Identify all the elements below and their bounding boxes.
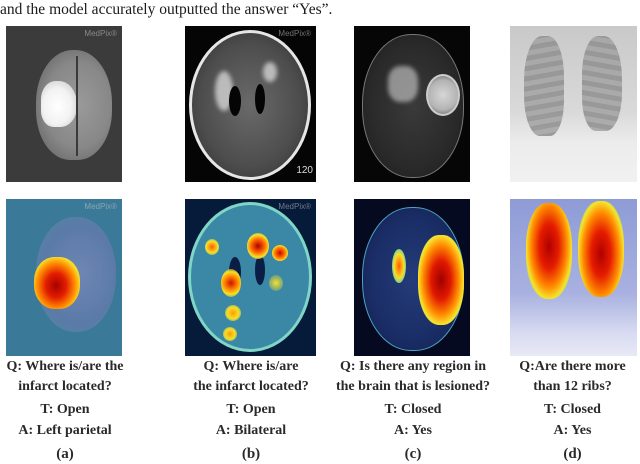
attention-hotspot-right-lung xyxy=(578,201,624,297)
question-type: T: Closed xyxy=(384,402,442,417)
attention-hotspot xyxy=(272,245,288,261)
medpix-watermark: MedPix® xyxy=(278,29,311,38)
caption-c: Q: Is there any region in the brain that… xyxy=(322,357,504,464)
question-type: T: Open xyxy=(40,402,90,417)
attention-hotspot xyxy=(205,239,219,255)
question-line: the infarct located? xyxy=(193,379,309,394)
attention-hotspot xyxy=(418,235,464,325)
question-line: infarct located? xyxy=(18,379,112,394)
attention-hotspot xyxy=(247,233,269,259)
attention-hotspot xyxy=(269,275,283,291)
image-b-heatmap: MedPix® xyxy=(185,199,316,356)
panel-label: (b) xyxy=(241,446,261,462)
slice-number: 120 xyxy=(296,165,313,176)
image-c-original-t2 xyxy=(354,26,470,182)
intro-text: and the model accurately outputted the a… xyxy=(0,1,333,18)
image-d-heatmap xyxy=(510,199,637,356)
panel-label: (d) xyxy=(563,446,582,462)
image-d-original-cxr xyxy=(510,26,637,182)
answer: A: Yes xyxy=(553,423,592,438)
panel-label: (a) xyxy=(56,446,74,462)
infarct-region xyxy=(41,81,77,127)
attention-hotspot xyxy=(392,249,406,283)
attention-hotspot xyxy=(34,257,80,309)
caption-b: Q: Where is/are the infarct located? T: … xyxy=(176,357,326,464)
caption-d: Q:Are there more than 12 ribs? T: Closed… xyxy=(505,357,640,464)
attention-hotspot-left-lung xyxy=(526,203,572,299)
caption-a: Q: Where is/are the infarct located? T: … xyxy=(0,357,130,464)
answer: A: Bilateral xyxy=(215,423,287,438)
question-line: Q: Is there any region in xyxy=(339,359,487,374)
attention-hotspot xyxy=(223,327,237,341)
question-type: T: Closed xyxy=(544,402,601,417)
question-line: the brain that is lesioned? xyxy=(335,379,490,394)
panel-label: (c) xyxy=(404,446,422,462)
question-line: Q:Are there more xyxy=(519,359,626,374)
image-b-original-flair: MedPix® 120 xyxy=(185,26,316,182)
question-type: T: Open xyxy=(226,402,276,417)
medpix-watermark: MedPix® xyxy=(84,202,117,211)
medpix-watermark: MedPix® xyxy=(84,29,117,38)
medpix-watermark: MedPix® xyxy=(278,202,311,211)
question-line: Q: Where is/are xyxy=(203,359,299,374)
lesion-mass xyxy=(426,74,460,116)
attention-hotspot xyxy=(221,269,241,297)
attention-hotspot xyxy=(225,305,241,321)
image-a-original-dwi: MedPix® xyxy=(6,26,122,182)
image-c-heatmap xyxy=(354,199,470,356)
image-a-heatmap: MedPix® xyxy=(6,199,122,356)
question-line: than 12 ribs? xyxy=(533,379,612,394)
answer: A: Yes xyxy=(394,423,432,438)
question-line: Q: Where is/are the xyxy=(6,359,124,374)
answer: A: Left parietal xyxy=(18,423,112,438)
